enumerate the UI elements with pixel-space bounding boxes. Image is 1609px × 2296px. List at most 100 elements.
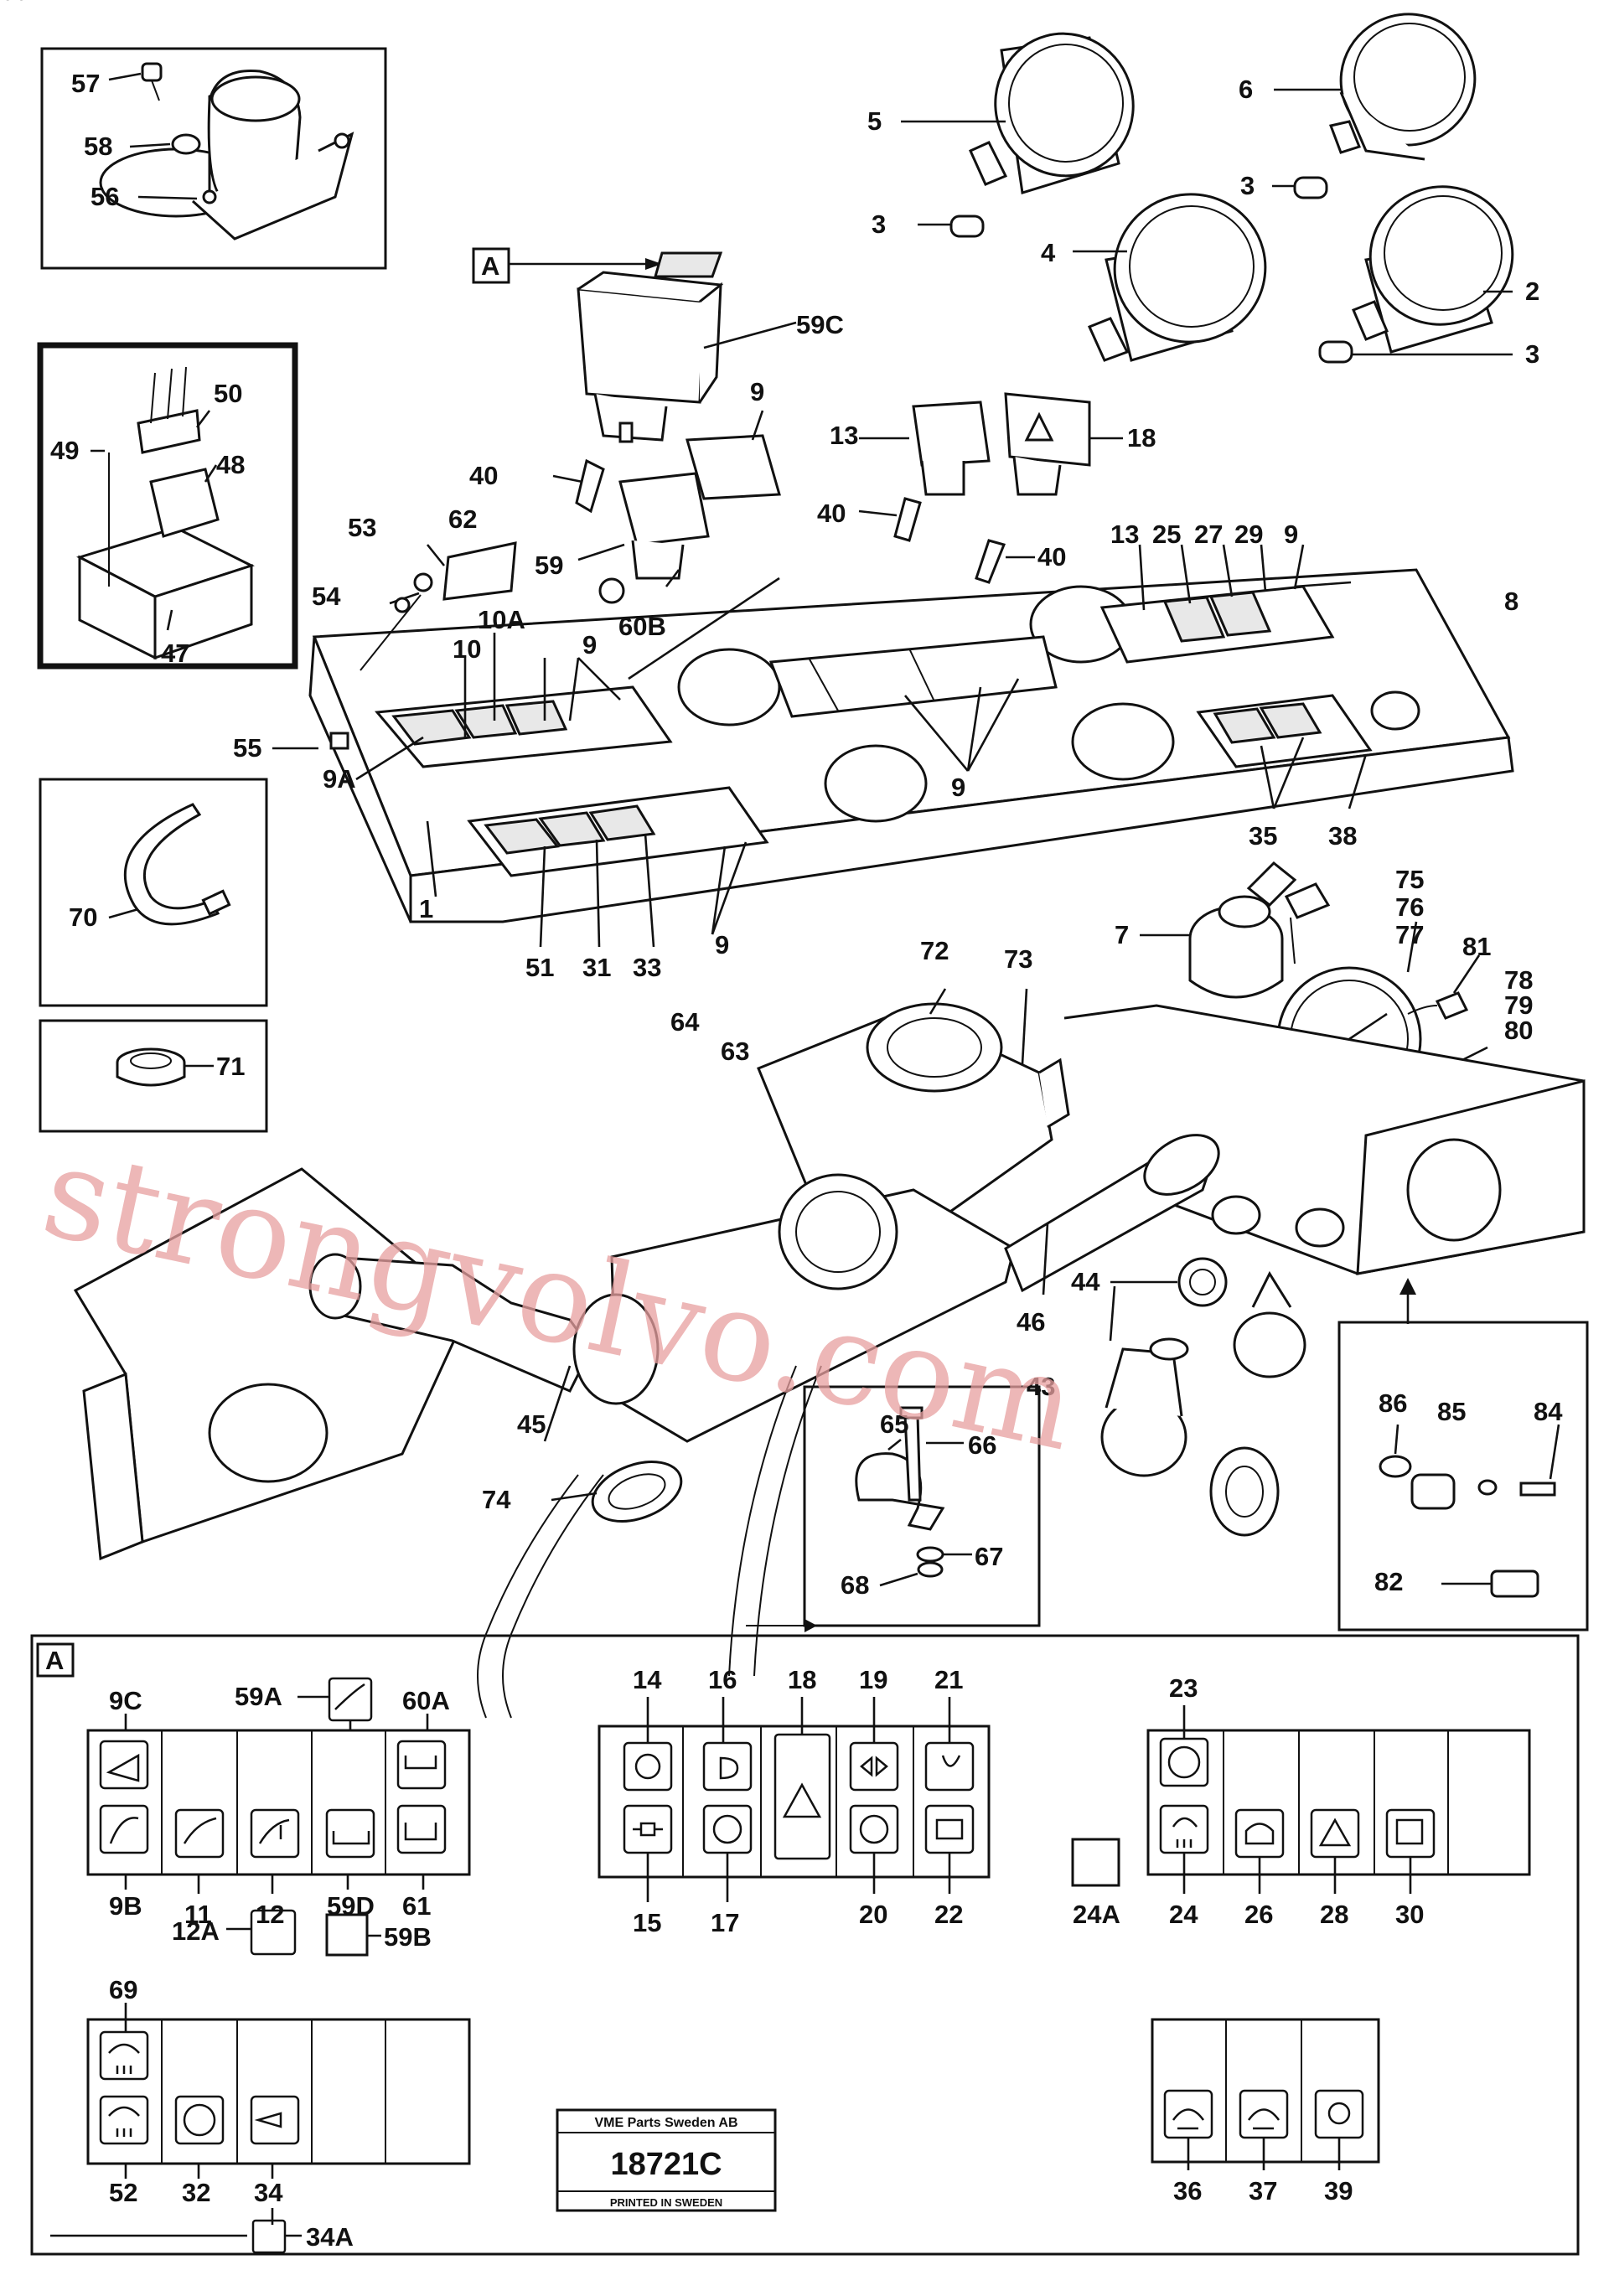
callout-71: 71 [216,1052,245,1081]
callout-54: 54 [312,582,341,611]
callout-76: 76 [1395,892,1424,922]
title-stamp: VME Parts Sweden AB 18721C PRINTED IN SW… [556,2108,777,2212]
callout-85: 85 [1437,1397,1466,1426]
callout-15: 15 [633,1908,661,1937]
callout-37: 37 [1249,2176,1277,2206]
view-a-panel [30,1634,1580,2256]
callout-29: 29 [1234,520,1263,549]
callout-78: 78 [1504,965,1533,995]
callout-9B: 9B [109,1891,142,1921]
callout-59A: 59A [235,1682,282,1711]
callout-13: 13 [830,421,858,450]
callout-23: 23 [1169,1673,1198,1703]
callout-13: 13 [1110,520,1139,549]
steering-column [73,988,1220,1719]
callout-77: 77 [1395,920,1424,949]
callout-50: 50 [214,379,242,408]
callout-46: 46 [1017,1307,1045,1337]
callout-39: 39 [1324,2176,1353,2206]
callout-44: 44 [1071,1267,1100,1296]
inset-strap [39,778,268,1007]
inset-hornbutton [1337,1321,1589,1632]
callout-9: 9 [582,630,597,659]
callout-3: 3 [1525,339,1539,369]
callout-25: 25 [1152,520,1181,549]
callout-80: 80 [1504,1016,1533,1045]
callout-59: 59 [535,551,563,580]
inset-clamp [746,1385,1041,1632]
callout-67: 67 [975,1542,1003,1571]
callout-34A: 34A [306,2222,354,2252]
callout-55: 55 [233,733,261,763]
callout-82: 82 [1374,1567,1403,1596]
callout-40: 40 [1037,542,1066,571]
callout-12: 12 [256,1900,284,1929]
callout-22: 22 [934,1900,963,1929]
ref-a-top: A [481,251,499,281]
callout-6: 6 [1239,75,1253,104]
callout-72: 72 [920,936,949,965]
gauges-group [901,13,1514,364]
callout-74: 74 [482,1485,511,1514]
inset-relay-left [37,342,298,670]
callout-64: 64 [670,1007,700,1037]
callout-68: 68 [841,1570,869,1600]
ignition-and-tacho [1063,861,1586,1324]
callout-53: 53 [348,513,376,542]
callout-9: 9 [1284,520,1298,549]
callout-5: 5 [867,106,882,136]
callout-59C: 59C [796,310,844,339]
callout-35: 35 [1249,821,1277,851]
reference-a-top [472,247,723,284]
callout-31: 31 [582,953,611,982]
callout-24: 24 [1169,1900,1198,1929]
callout-19: 19 [859,1665,887,1694]
callout-28: 28 [1320,1900,1348,1929]
callout-66: 66 [968,1430,996,1460]
callout-57: 57 [71,69,100,98]
callout-9A: 9A [323,764,356,794]
callout-56: 56 [91,182,119,211]
callout-63: 63 [721,1037,749,1066]
callout-52: 52 [109,2178,137,2207]
callout-70: 70 [69,902,97,932]
callout-40: 40 [469,461,498,490]
callout-12A: 12A [172,1916,220,1946]
callout-61: 61 [402,1891,431,1921]
callout-8: 8 [1504,587,1518,616]
callout-62: 62 [448,504,477,534]
callout-60: 60 [0,0,28,6]
callout-40: 40 [817,499,846,528]
callout-16: 16 [708,1665,737,1694]
callout-27: 27 [1194,520,1223,549]
callout-51: 51 [525,953,554,982]
callout-47: 47 [161,639,189,668]
callout-73: 73 [1004,944,1032,974]
callout-9: 9 [750,377,764,406]
stamp-company: VME Parts Sweden AB [594,2116,737,2130]
callout-14: 14 [633,1665,662,1694]
stamp-printed: PRINTED IN SWEDEN [610,2196,722,2209]
callout-79: 79 [1504,990,1533,1020]
callout-59D: 59D [327,1891,375,1921]
callout-20: 20 [859,1900,887,1929]
ref-a-bottom: A [45,1646,64,1675]
callout-3: 3 [1240,171,1255,200]
callout-58: 58 [84,132,112,161]
callout-45: 45 [517,1409,546,1439]
callout-38: 38 [1328,821,1357,851]
callout-18: 18 [788,1665,816,1694]
callout-60A: 60A [402,1686,450,1715]
callout-34: 34 [254,2178,283,2207]
callout-30: 30 [1395,1900,1424,1929]
callout-32: 32 [182,2178,210,2207]
inset-grommet [39,1019,268,1133]
callout-9C: 9C [109,1686,142,1715]
callout-86: 86 [1379,1388,1407,1418]
callout-69: 69 [109,1975,137,2004]
dashboard-panel [272,541,1514,948]
callout-3: 3 [872,209,886,239]
callout-1: 1 [419,894,433,923]
